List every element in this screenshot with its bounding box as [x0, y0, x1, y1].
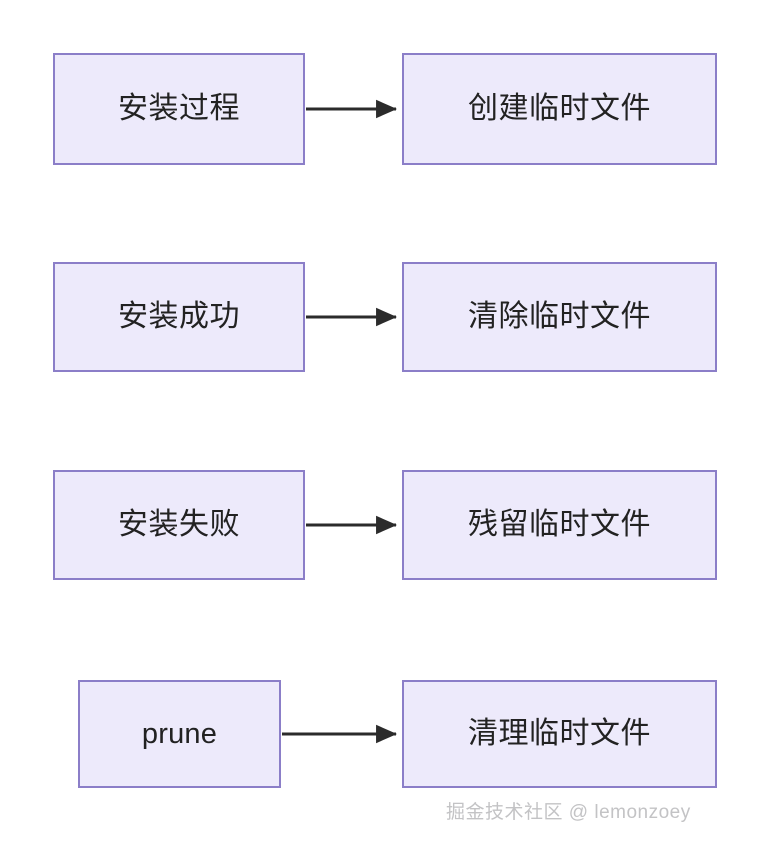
node-label: 创建临时文件 [468, 92, 651, 125]
node-prune[interactable]: prune [78, 680, 281, 788]
node-install-process[interactable]: 安装过程 [53, 53, 305, 165]
node-label: prune [141, 717, 218, 750]
node-install-failure[interactable]: 安装失败 [53, 470, 305, 580]
node-create-temp-file[interactable]: 创建临时文件 [402, 53, 717, 165]
node-label: 安装过程 [118, 92, 240, 125]
node-leftover-temp-file[interactable]: 残留临时文件 [402, 470, 717, 580]
node-label: 安装失败 [118, 508, 240, 541]
node-label: 安装成功 [118, 300, 240, 333]
watermark: 掘金技术社区 @ lemonzoey [446, 802, 691, 823]
node-label: 清理临时文件 [468, 717, 651, 750]
node-label: 残留临时文件 [468, 508, 651, 541]
node-label: 清除临时文件 [468, 300, 651, 333]
node-cleanup-temp-file[interactable]: 清理临时文件 [402, 680, 717, 788]
node-install-success[interactable]: 安装成功 [53, 262, 305, 372]
node-clear-temp-file[interactable]: 清除临时文件 [402, 262, 717, 372]
